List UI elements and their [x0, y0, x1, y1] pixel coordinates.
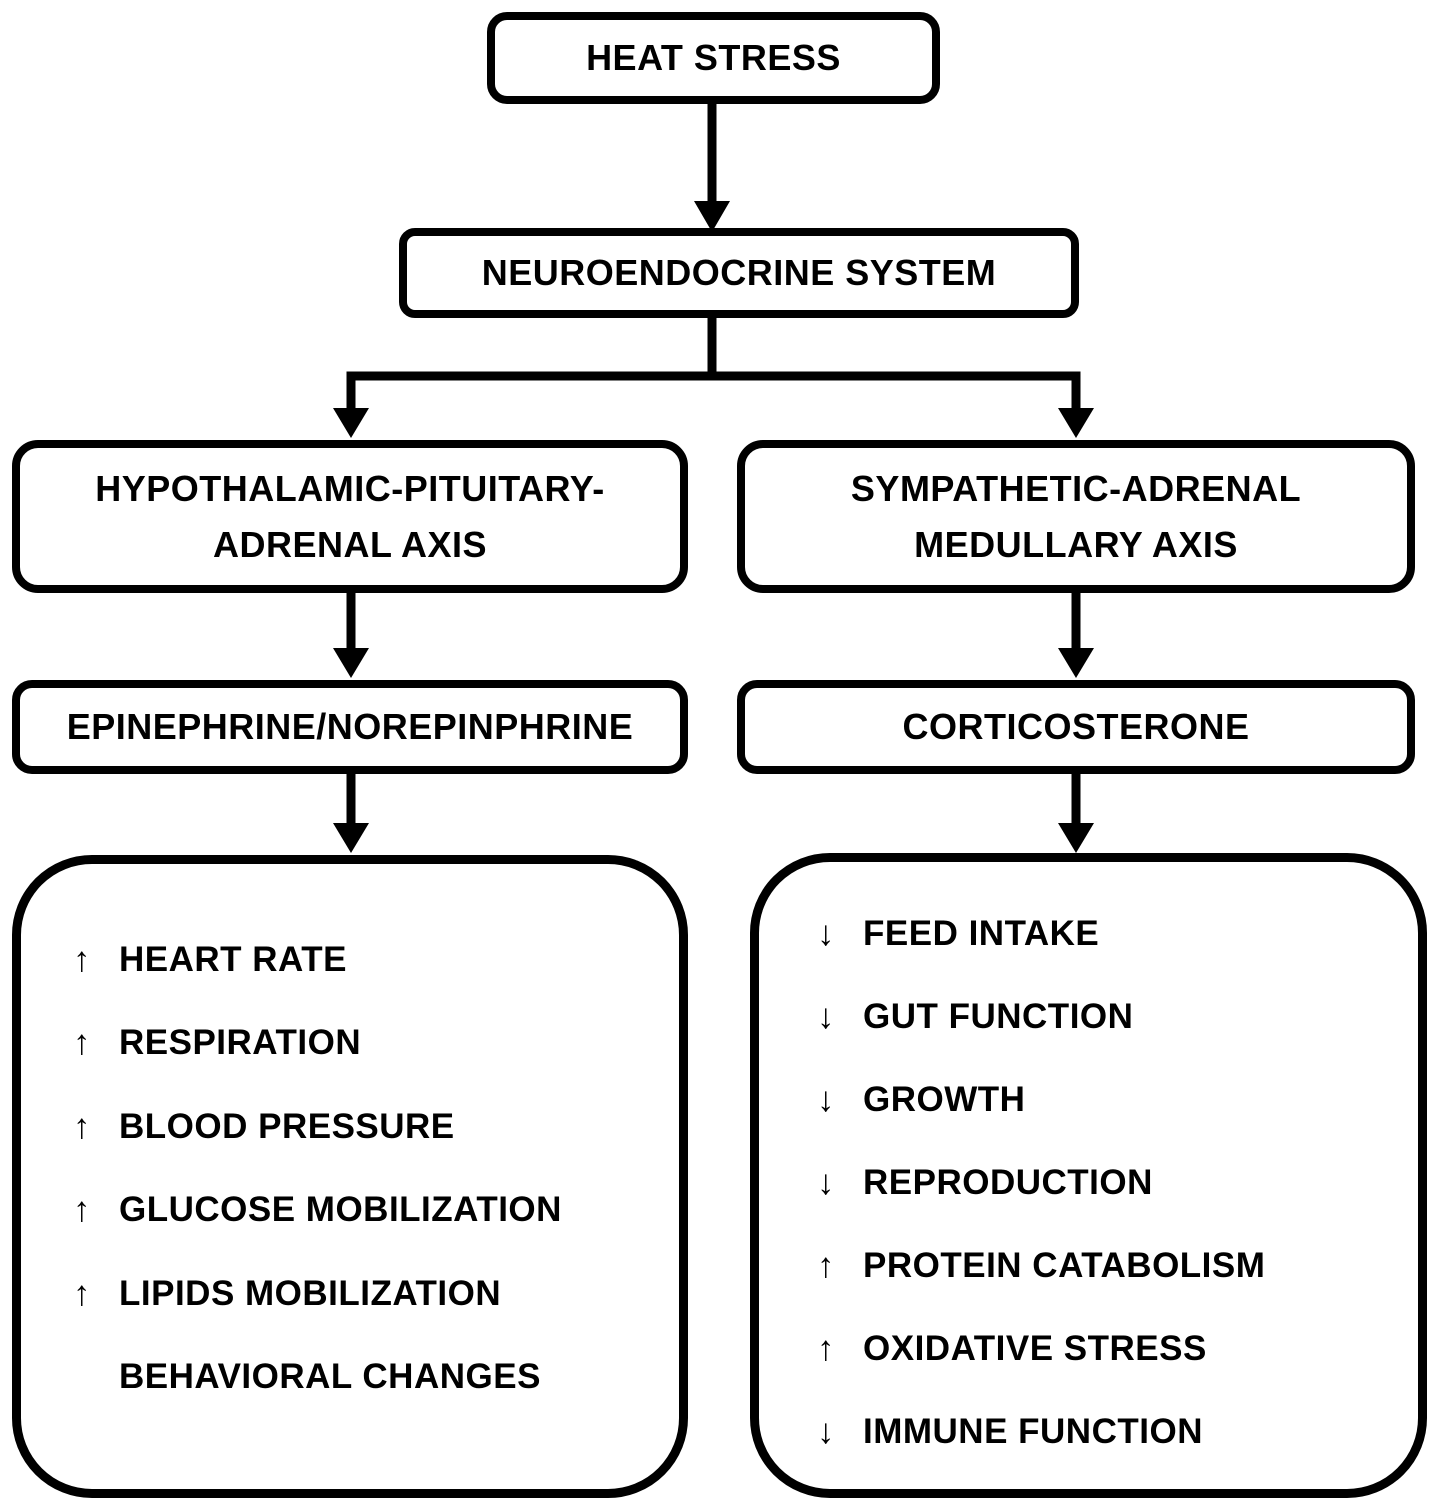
- up-arrow-icon: ↑: [817, 1328, 835, 1368]
- list-item: ↑ HEART RATE: [21, 918, 679, 1002]
- arrowhead-icon: [694, 201, 730, 232]
- node-hpa-axis-line1: HYPOTHALAMIC-PITUITARY-: [95, 467, 605, 509]
- down-arrow-icon: ↓: [817, 1411, 835, 1451]
- list-item-label: GLUCOSE MOBILIZATION: [119, 1190, 562, 1230]
- node-heat-stress-label: HEAT STRESS: [586, 37, 841, 78]
- up-arrow-icon: ↑: [73, 939, 91, 979]
- up-arrow-icon: ↑: [817, 1245, 835, 1285]
- list-item: ↓ IMMUNE FUNCTION: [759, 1390, 1418, 1473]
- up-arrow-icon: ↑: [73, 1273, 91, 1313]
- edge-hpa-to-epinephrine: [333, 585, 369, 678]
- arrowhead-icon: [333, 823, 369, 853]
- list-item: ↑ LIPIDS MOBILIZATION: [21, 1252, 679, 1336]
- edge-sam-to-corticosterone: [1058, 585, 1094, 678]
- node-hpa-axis: HYPOTHALAMIC-PITUITARY- ADRENAL AXIS: [12, 440, 688, 593]
- list-item: ↓ REPRODUCTION: [759, 1141, 1418, 1224]
- list-item: ↑ PROTEIN CATABOLISM: [759, 1224, 1418, 1307]
- list-item: ↑ BLOOD PRESSURE: [21, 1085, 679, 1169]
- node-heat-stress: HEAT STRESS: [487, 12, 940, 104]
- list-item-label: BLOOD PRESSURE: [119, 1106, 455, 1146]
- list-item-label: FEED INTAKE: [863, 913, 1100, 953]
- node-sam-axis-line1: SYMPATHETIC-ADRENAL: [850, 467, 1302, 509]
- list-item-label: GUT FUNCTION: [863, 996, 1134, 1036]
- arrowhead-icon: [333, 648, 369, 678]
- arrowhead-icon: [1058, 408, 1094, 438]
- down-arrow-icon: ↓: [817, 1079, 835, 1119]
- down-arrow-icon: ↓: [817, 1162, 835, 1202]
- node-physiological-effects-list: ↑ HEART RATE ↑ RESPIRATION ↑ BLOOD PRESS…: [12, 855, 688, 1498]
- down-arrow-icon: ↓: [817, 996, 835, 1036]
- up-arrow-icon: ↑: [73, 1106, 91, 1146]
- edge-epinephrine-to-effects: [333, 767, 369, 853]
- list-item: ↓ FEED INTAKE: [759, 892, 1418, 975]
- list-item-label: REPRODUCTION: [863, 1162, 1153, 1202]
- arrowhead-icon: [333, 408, 369, 438]
- list-item: BEHAVIORAL CHANGES: [21, 1336, 679, 1420]
- up-arrow-icon: ↑: [73, 1023, 91, 1063]
- node-corticosterone-label: CORTICOSTERONE: [902, 706, 1250, 747]
- list-item-label: OXIDATIVE STRESS: [863, 1328, 1207, 1368]
- node-sam-axis-line2: MEDULLARY AXIS: [914, 523, 1238, 565]
- list-item-label: BEHAVIORAL CHANGES: [119, 1357, 541, 1397]
- list-item: ↑ RESPIRATION: [21, 1002, 679, 1086]
- edge-corticosterone-to-effects: [1058, 767, 1094, 853]
- node-hpa-axis-line2: ADRENAL AXIS: [212, 523, 488, 565]
- list-item-label: PROTEIN CATABOLISM: [863, 1245, 1266, 1285]
- arrowhead-icon: [1058, 823, 1094, 853]
- up-arrow-icon: ↑: [73, 1190, 91, 1230]
- list-item: ↑ OXIDATIVE STRESS: [759, 1307, 1418, 1390]
- edge-neuroendocrine-branch: [333, 309, 1094, 438]
- list-item: ↓ GUT FUNCTION: [759, 975, 1418, 1058]
- arrowhead-icon: [1058, 648, 1094, 678]
- node-corticosterone: CORTICOSTERONE: [737, 680, 1415, 774]
- list-item-label: RESPIRATION: [119, 1023, 362, 1063]
- node-production-effects-list: ↓ FEED INTAKE ↓ GUT FUNCTION ↓ GROWTH ↓ …: [750, 853, 1427, 1498]
- node-neuroendocrine-system: NEUROENDOCRINE SYSTEM: [399, 228, 1079, 318]
- list-item-label: LIPIDS MOBILIZATION: [119, 1273, 502, 1313]
- list-item-label: HEART RATE: [119, 939, 347, 979]
- edge-heat-to-neuroendocrine: [694, 95, 730, 232]
- node-epinephrine-norepinphrine: EPINEPHRINE/NOREPINPHRINE: [12, 680, 688, 774]
- node-neuroendocrine-label: NEUROENDOCRINE SYSTEM: [481, 252, 997, 293]
- list-item-label: GROWTH: [863, 1079, 1026, 1119]
- list-item: ↓ GROWTH: [759, 1058, 1418, 1141]
- node-sam-axis: SYMPATHETIC-ADRENAL MEDULLARY AXIS: [737, 440, 1415, 593]
- down-arrow-icon: ↓: [817, 913, 835, 953]
- list-item: ↑ GLUCOSE MOBILIZATION: [21, 1169, 679, 1253]
- node-epinephrine-label: EPINEPHRINE/NOREPINPHRINE: [66, 706, 634, 747]
- list-item-label: IMMUNE FUNCTION: [863, 1411, 1203, 1451]
